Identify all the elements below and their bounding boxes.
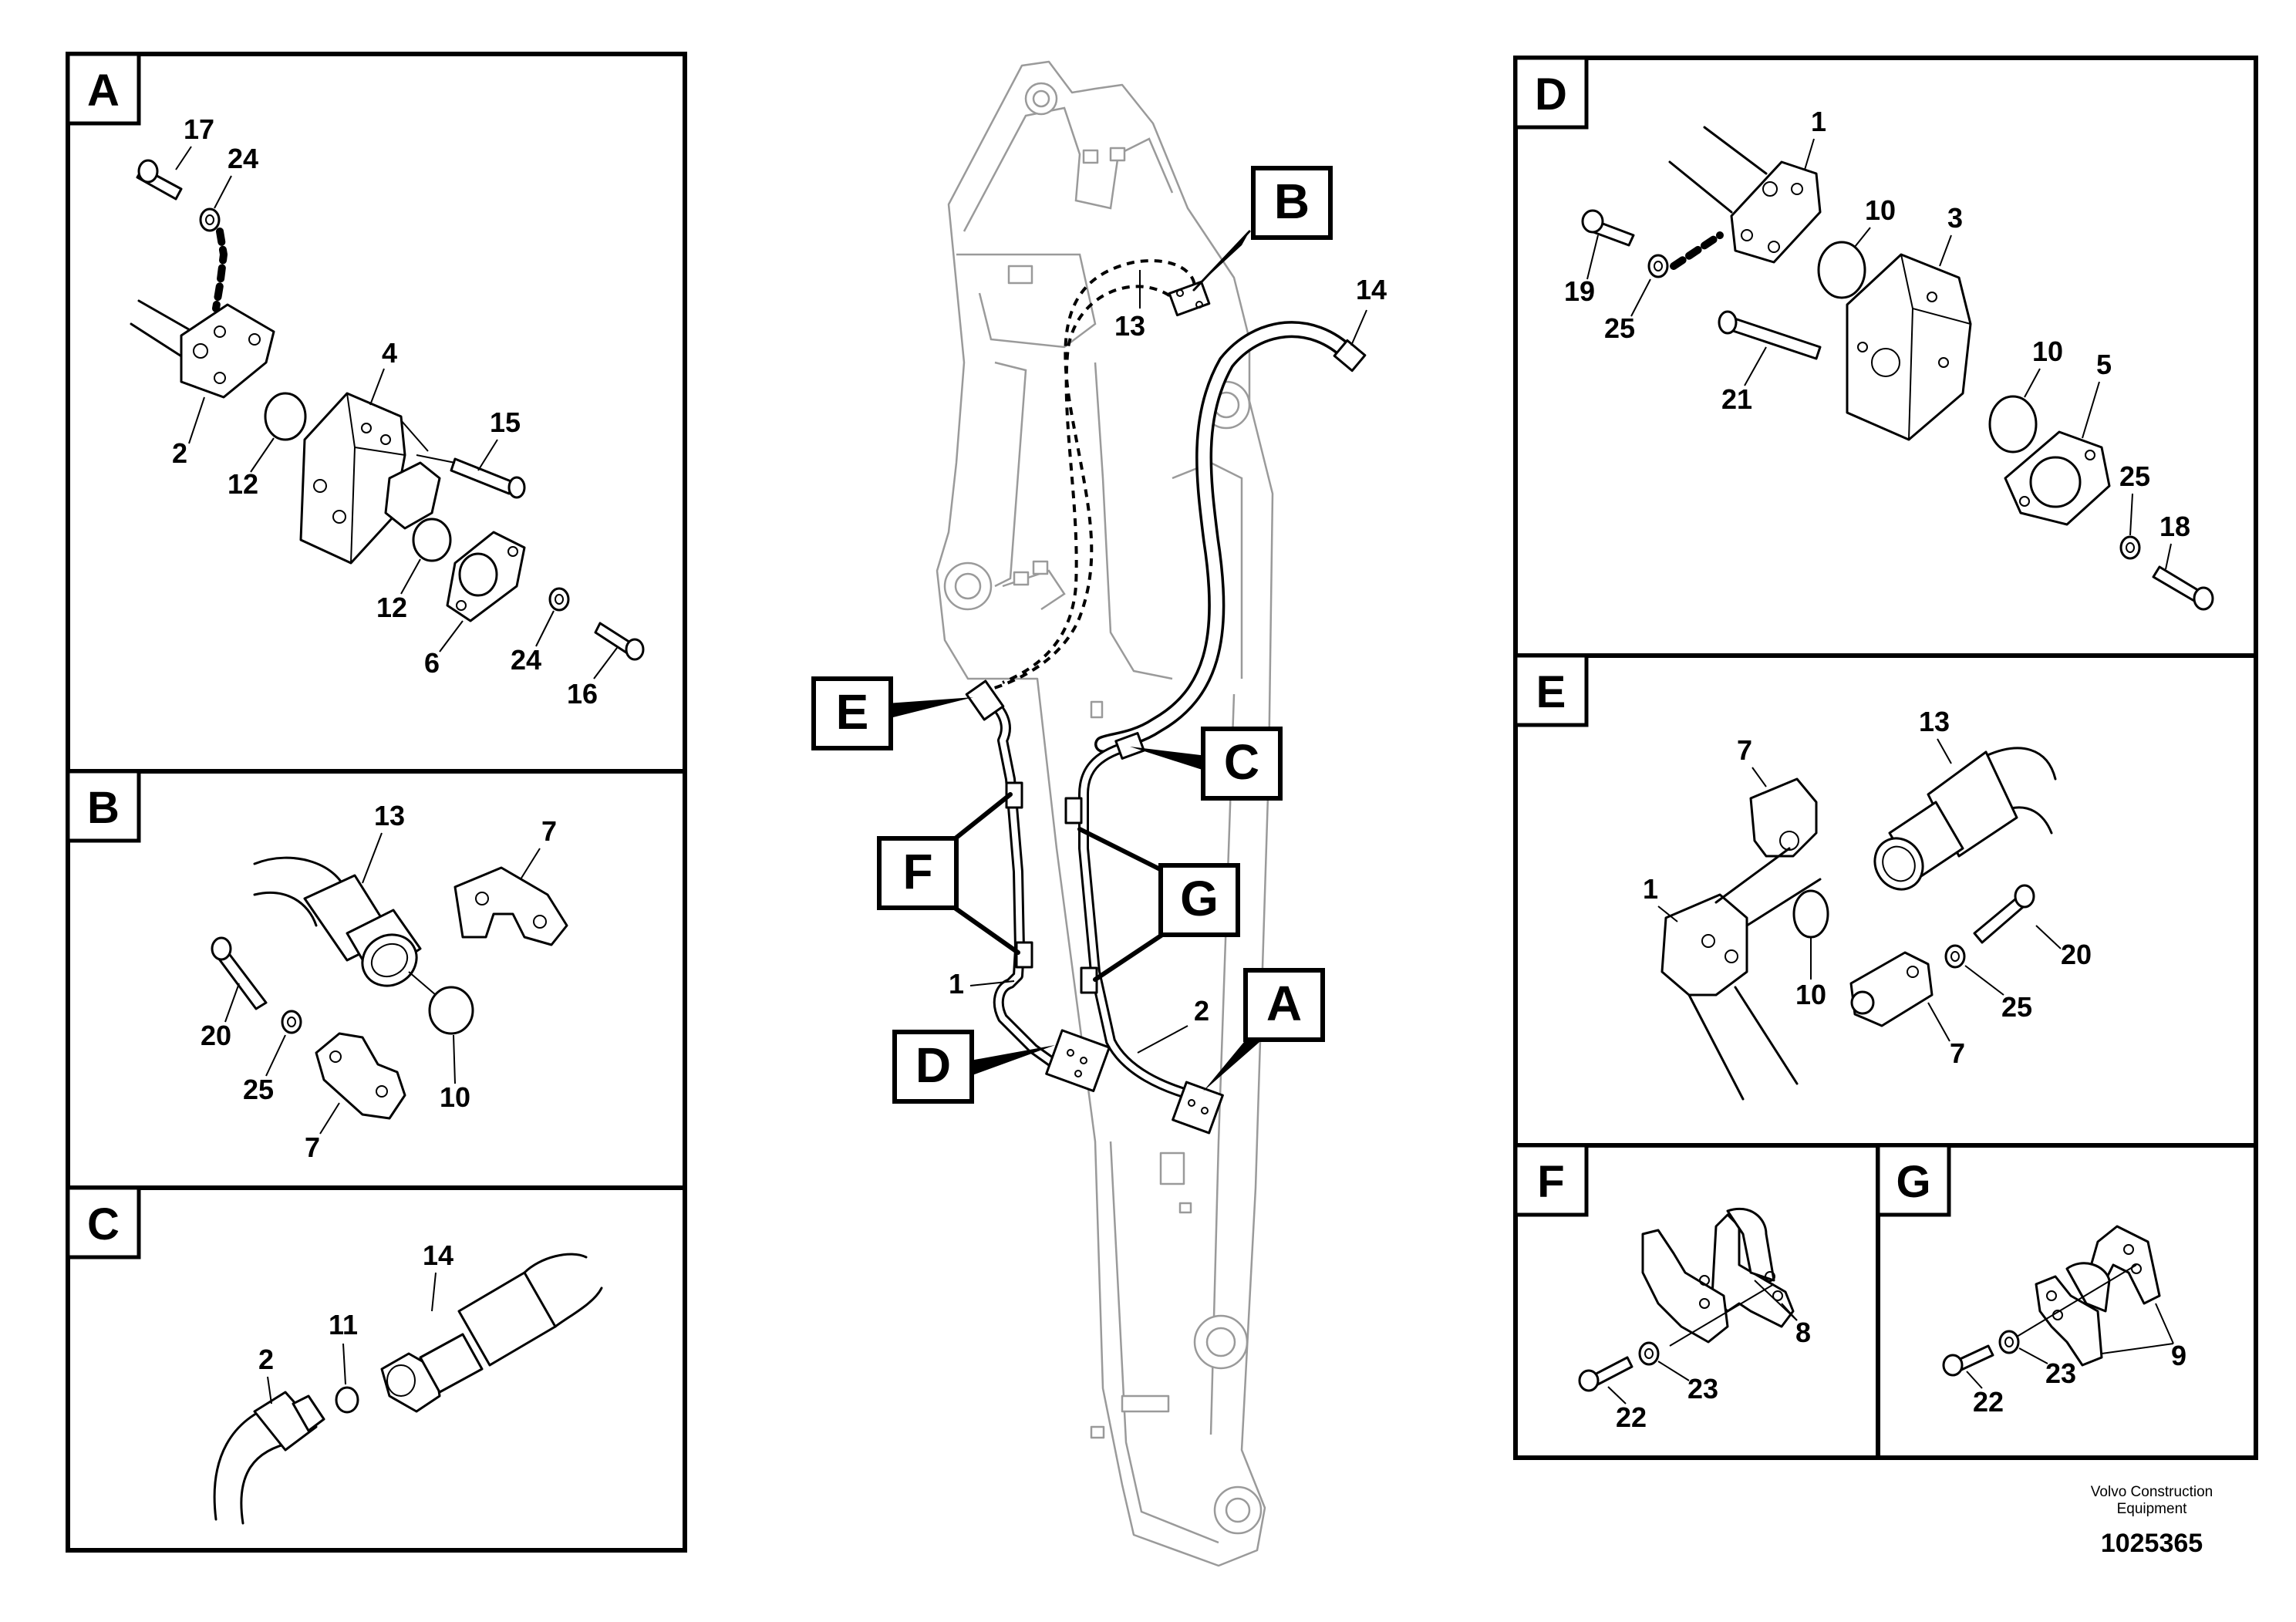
panel-f: F 8 22 23 <box>1513 1143 1880 1460</box>
main-callouts: B E C F G A D <box>811 166 1333 1104</box>
label-23: 23 <box>1687 1373 1718 1404</box>
label-22: 22 <box>1973 1386 2004 1418</box>
panel-c: C 14 11 2 <box>66 1185 687 1553</box>
label-13: 13 <box>1114 310 1145 342</box>
label-6: 6 <box>424 647 440 679</box>
label-10: 10 <box>2032 336 2063 367</box>
callout-a: A <box>1266 976 1302 1031</box>
brand-caption: Volvo Construction Equipment <box>2021 1484 2283 1518</box>
label-12: 12 <box>376 592 407 623</box>
callout-box-d <box>892 1030 974 1104</box>
panel-d-tag: D <box>1535 69 1567 120</box>
brand-line-1: Volvo Construction <box>2090 1484 2213 1500</box>
label-1: 1 <box>949 968 964 1000</box>
label-23: 23 <box>2045 1357 2076 1389</box>
hose-13-hidden <box>986 259 1196 692</box>
callout-box-a <box>1243 968 1325 1042</box>
label-13: 13 <box>374 800 405 831</box>
label-2: 2 <box>1194 995 1209 1027</box>
document-number: 1025365 <box>2100 1529 2203 1558</box>
label-12: 12 <box>228 468 258 500</box>
label-21: 21 <box>1721 383 1752 415</box>
block-d <box>1045 1029 1111 1092</box>
label-14: 14 <box>1356 274 1387 305</box>
label-25: 25 <box>243 1074 274 1105</box>
label-10: 10 <box>1865 194 1896 226</box>
callout-box-e <box>811 676 893 750</box>
label-5: 5 <box>2096 349 2112 380</box>
panel-d: D 1 10 3 <box>1513 56 2258 658</box>
label-18: 18 <box>2159 511 2190 542</box>
label-24: 24 <box>511 644 541 676</box>
pipe-2 <box>1078 732 1197 1101</box>
callout-f: F <box>902 844 932 899</box>
main-part-numbers: 13 14 1 2 <box>949 270 1387 1054</box>
panel-f-tag: F <box>1537 1157 1564 1207</box>
label-4: 4 <box>382 337 397 369</box>
hose-14 <box>1094 321 1367 753</box>
flange-fitting-b <box>1168 280 1211 317</box>
label-9: 9 <box>2171 1340 2186 1371</box>
label-3: 3 <box>1947 202 1963 234</box>
callout-g: G <box>1180 871 1219 926</box>
label-13: 13 <box>1919 706 1950 737</box>
label-16: 16 <box>567 678 598 710</box>
label-11: 11 <box>329 1309 358 1340</box>
label-25: 25 <box>2119 460 2150 492</box>
panel-a-tag: A <box>87 66 120 116</box>
callout-b: B <box>1274 174 1310 229</box>
label-1: 1 <box>1811 106 1826 137</box>
label-7: 7 <box>1737 734 1752 766</box>
boom-assembly <box>936 60 1274 1567</box>
label-2: 2 <box>258 1344 274 1375</box>
label-7: 7 <box>305 1131 320 1163</box>
label-22: 22 <box>1616 1401 1647 1433</box>
label-2: 2 <box>172 437 187 469</box>
block-a <box>1172 1081 1224 1135</box>
label-7: 7 <box>541 815 557 847</box>
panel-a: A 17 <box>66 52 687 774</box>
callout-box-b <box>1251 166 1333 240</box>
label-10: 10 <box>440 1081 470 1113</box>
clamps <box>1005 781 1098 994</box>
panel-c-tag: C <box>87 1199 120 1249</box>
callout-box-f <box>877 836 959 910</box>
label-24: 24 <box>228 143 258 174</box>
panel-e-tag: E <box>1536 667 1566 717</box>
label-20: 20 <box>2061 939 2092 970</box>
label-14: 14 <box>423 1239 453 1271</box>
callout-c: C <box>1224 734 1259 790</box>
label-17: 17 <box>184 113 214 145</box>
panel-e: E 7 13 1 10 20 <box>1513 653 2258 1148</box>
label-20: 20 <box>201 1020 231 1051</box>
panel-b: B 13 7 20 25 10 7 <box>66 769 687 1190</box>
panel-g: G 9 22 23 <box>1876 1143 2258 1460</box>
label-7: 7 <box>1950 1037 1965 1069</box>
label-15: 15 <box>490 406 521 438</box>
label-25: 25 <box>2001 991 2032 1023</box>
callout-e: E <box>836 684 869 740</box>
callout-box-c <box>1201 727 1283 801</box>
panel-b-tag: B <box>87 783 120 833</box>
label-19: 19 <box>1564 275 1595 307</box>
label-10: 10 <box>1795 979 1826 1010</box>
label-8: 8 <box>1795 1317 1811 1348</box>
label-25: 25 <box>1604 312 1635 344</box>
brand-line-2: Equipment <box>2116 1501 2187 1517</box>
callout-d: D <box>915 1037 951 1093</box>
panel-g-tag: G <box>1896 1157 1930 1207</box>
callout-box-g <box>1158 863 1240 937</box>
label-1: 1 <box>1643 873 1658 905</box>
